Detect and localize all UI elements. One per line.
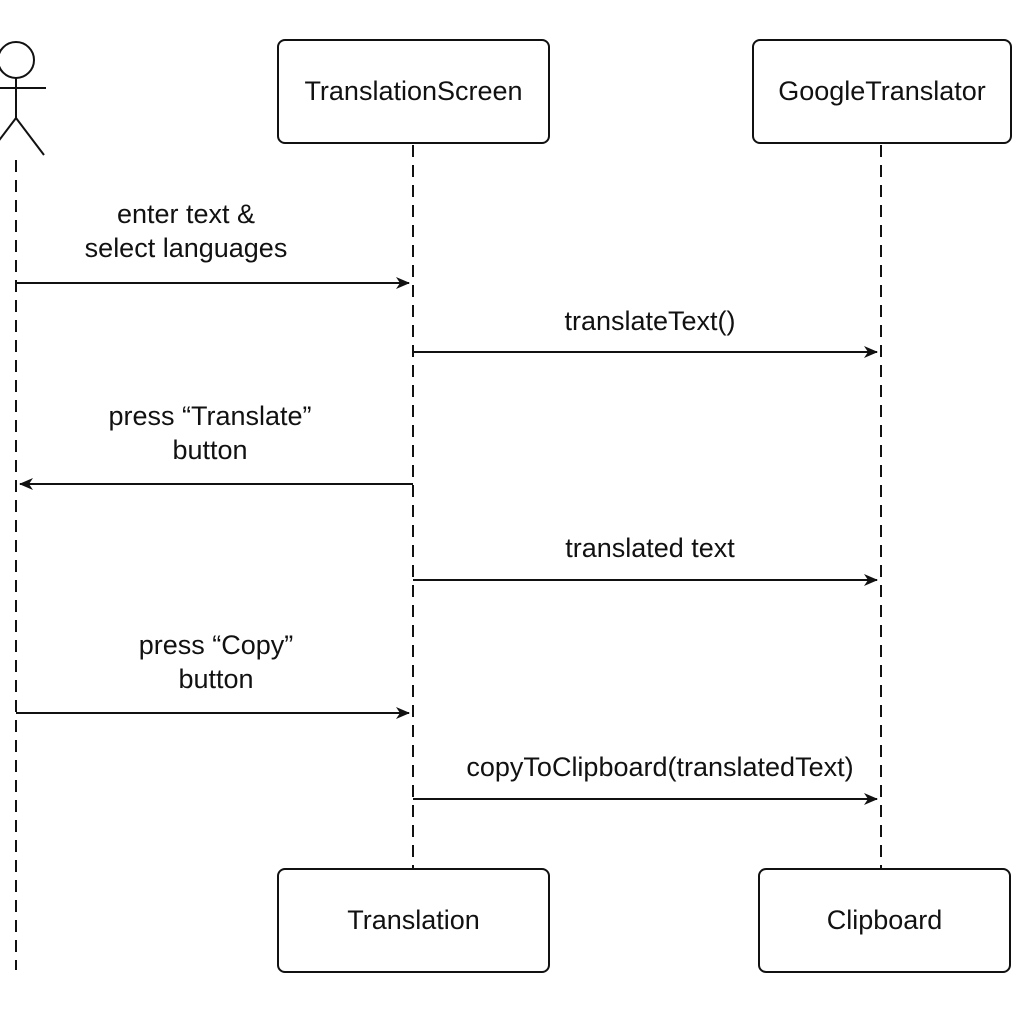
participant-clipboard: Clipboard xyxy=(758,868,1011,973)
message-line: translated text xyxy=(565,533,735,563)
participant-label: GoogleTranslator xyxy=(778,76,986,106)
message-label-press-translate: press “Translate” button xyxy=(80,399,340,467)
message-line: press “Translate” xyxy=(108,401,312,431)
participant-label: TranslationScreen xyxy=(304,76,523,106)
message-label-press-copy: press “Copy” button xyxy=(86,628,346,696)
participant-translation-screen: TranslationScreen xyxy=(277,39,550,144)
participant-label: Translation xyxy=(347,905,480,935)
message-line: button xyxy=(178,664,254,694)
message-label-translated-text: translated text xyxy=(520,531,780,565)
participant-label: Clipboard xyxy=(826,905,943,935)
participant-translation: Translation xyxy=(277,868,550,973)
message-line: translateText() xyxy=(564,306,736,336)
message-label-translate-text: translateText() xyxy=(520,304,780,338)
message-label-copy-to-clipboard: copyToClipboard(translatedText) xyxy=(430,750,890,784)
participant-google-translator: GoogleTranslator xyxy=(752,39,1012,144)
message-line: copyToClipboard(translatedText) xyxy=(466,752,854,782)
message-label-enter-text: enter text & select languages xyxy=(56,197,316,265)
message-line: button xyxy=(172,435,248,465)
message-line: select languages xyxy=(84,233,288,263)
message-line: press “Copy” xyxy=(138,630,294,660)
actor-icon xyxy=(0,41,46,156)
message-line: enter text & xyxy=(116,199,256,229)
